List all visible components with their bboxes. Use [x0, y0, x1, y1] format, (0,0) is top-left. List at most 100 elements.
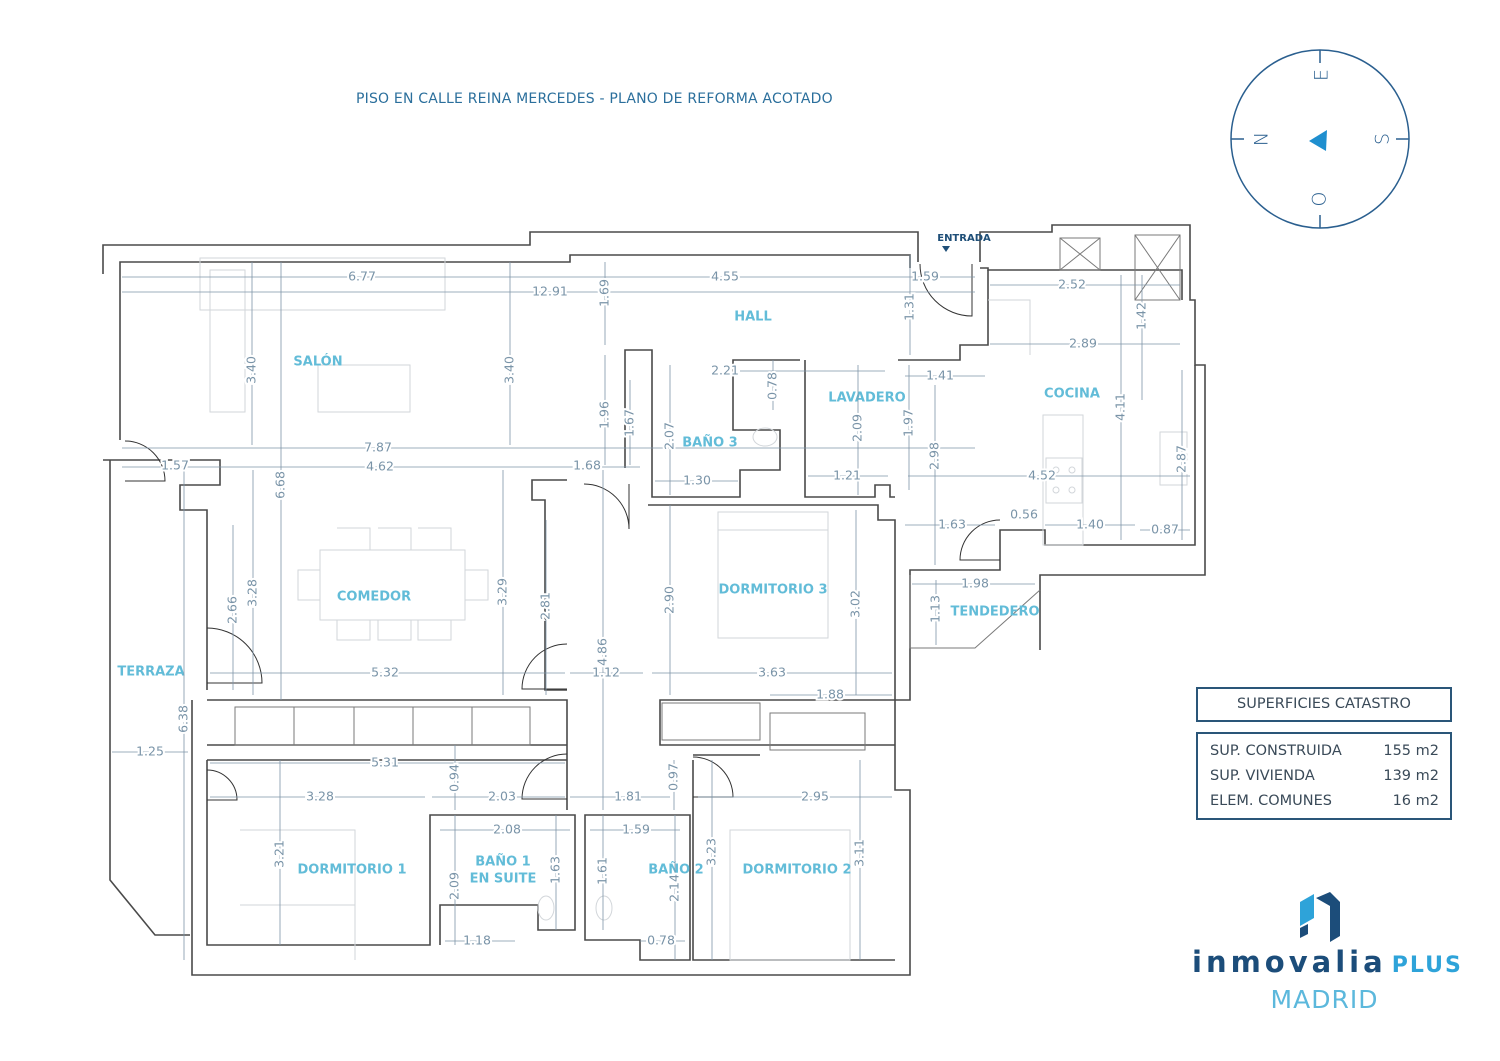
room-label-bano-1-suite: EN SUITE — [470, 872, 537, 887]
dimension-label: 1.63 — [548, 856, 563, 884]
room-label-hall: HALL — [734, 310, 772, 325]
dimension-label: 3.40 — [244, 356, 259, 384]
dimension-label: 2.90 — [662, 586, 677, 614]
compass-north: N — [1251, 132, 1273, 146]
compass: E N S O — [1230, 49, 1410, 229]
dimension-label: 1.18 — [463, 933, 491, 948]
dimension-label: 3.28 — [245, 579, 260, 607]
dimension-label: 2.09 — [447, 872, 462, 900]
dimension-label: 1.30 — [683, 473, 711, 488]
room-label-tendedero: TENDEDERO — [950, 605, 1039, 620]
dimension-label: 2.95 — [801, 789, 829, 804]
surface-value: 155 m2 — [1383, 743, 1439, 759]
dimension-label: 1.97 — [901, 409, 916, 437]
dimension-label: 0.78 — [647, 933, 675, 948]
room-label-dormitorio-3: DORMITORIO 3 — [718, 583, 827, 598]
brand-wordmark: inmovalia PLUS — [1192, 945, 1461, 979]
dimension-label: 0.56 — [1010, 507, 1038, 522]
room-labels: SALÓN HALL LAVADERO COCINA BAÑO 3 COMEDO… — [117, 310, 1100, 887]
dimension-label: 2.52 — [1058, 277, 1086, 292]
entrance: ENTRADA — [937, 233, 991, 252]
dimension-label: 1.41 — [926, 368, 954, 383]
dimension-label: 3.28 — [306, 789, 334, 804]
dimension-label: 1.81 — [614, 789, 642, 804]
dimension-annotations: 6.77 12.91 4.55 1.59 1.69 3.40 3.40 1.31 2.52 1.4… — [112, 255, 1191, 960]
room-label-bano-1: BAÑO 1 — [475, 854, 530, 870]
dimension-label: 1.59 — [911, 269, 939, 284]
brand-city: MADRID — [1270, 985, 1379, 1014]
room-label-dormitorio-2: DORMITORIO 2 — [742, 863, 851, 878]
furniture — [199, 257, 1188, 961]
surface-value: 16 m2 — [1392, 793, 1439, 809]
dimension-label: 12.91 — [532, 284, 568, 299]
entrance-label: ENTRADA — [937, 233, 991, 244]
room-label-cocina: COCINA — [1044, 387, 1100, 402]
dimension-label: 2.03 — [488, 789, 516, 804]
dimension-label: 1.59 — [622, 822, 650, 837]
dimension-label: 5.31 — [371, 755, 399, 770]
dimension-label: 2.09 — [850, 414, 865, 442]
brand-logo-icon — [1300, 892, 1340, 942]
compass-east: E — [1311, 69, 1333, 81]
dimension-label: 6.77 — [348, 269, 376, 284]
dimension-label: 4.62 — [366, 459, 394, 474]
dimension-label: 1.57 — [161, 458, 189, 473]
dimension-label: 2.66 — [225, 596, 240, 624]
dimension-label: 2.07 — [662, 422, 677, 450]
dimension-label: 0.94 — [447, 764, 462, 792]
dimension-label: 4.86 — [595, 638, 610, 666]
dimension-label: 3.29 — [495, 578, 510, 606]
dimension-label: 1.67 — [622, 409, 637, 437]
surface-value: 139 m2 — [1383, 768, 1439, 784]
dimension-label: 5.32 — [371, 665, 399, 680]
dimension-label: 3.63 — [758, 665, 786, 680]
dimension-label: 2.21 — [711, 363, 739, 378]
room-label-salon: SALÓN — [293, 354, 342, 370]
dimension-label: 2.81 — [538, 592, 553, 620]
entrance-arrow-icon — [942, 246, 950, 252]
dimension-label: 4.55 — [711, 269, 739, 284]
dimension-label: 6.68 — [273, 471, 288, 499]
dimension-label: 3.23 — [704, 838, 719, 866]
surfaces-row: SUP. CONSTRUIDA 155 m2 — [1198, 739, 1450, 764]
dimension-label: 3.11 — [852, 839, 867, 867]
brand-suffix: PLUS — [1391, 953, 1463, 978]
plan-title: PISO EN CALLE REINA MERCEDES - PLANO DE … — [356, 91, 833, 107]
dimension-label: 1.98 — [961, 576, 989, 591]
room-label-terraza: TERRAZA — [117, 665, 184, 680]
surfaces-table: SUP. CONSTRUIDA 155 m2 SUP. VIVIENDA 139 m… — [1196, 732, 1452, 820]
room-label-bano-3: BAÑO 3 — [682, 435, 737, 451]
dimension-label: 1.25 — [136, 744, 164, 759]
room-label-dormitorio-1: DORMITORIO 1 — [297, 863, 406, 878]
dimension-label: 2.87 — [1174, 445, 1189, 473]
doors — [124, 263, 1001, 801]
dimension-label: 6.38 — [176, 705, 191, 733]
surface-label: SUP. VIVIENDA — [1210, 768, 1315, 784]
dimension-label: 1.12 — [592, 665, 620, 680]
dimension-label: 7.87 — [364, 440, 392, 455]
dimension-label: 4.11 — [1113, 393, 1128, 421]
dimension-label: 3.02 — [848, 590, 863, 618]
dimension-label: 2.89 — [1069, 336, 1097, 351]
dimension-label: 1.21 — [833, 468, 861, 483]
dimension-label: 3.40 — [502, 356, 517, 384]
dimension-label: 1.68 — [573, 458, 601, 473]
dimension-label: 1.69 — [597, 279, 612, 307]
compass-west: O — [1309, 192, 1331, 207]
surface-label: SUP. CONSTRUIDA — [1210, 743, 1342, 759]
dimension-label: 1.13 — [928, 595, 943, 623]
dimension-label: 2.08 — [493, 822, 521, 837]
dimension-label: 3.21 — [272, 840, 287, 868]
room-label-comedor: COMEDOR — [337, 590, 411, 605]
compass-arrow-icon — [1309, 130, 1327, 151]
dimension-label: 1.31 — [902, 293, 917, 321]
dimension-label: 1.40 — [1076, 517, 1104, 532]
dimension-label: 1.63 — [938, 517, 966, 532]
dimension-label: 1.61 — [595, 857, 610, 885]
dimension-label: 0.78 — [765, 372, 780, 400]
dimension-label: 2.98 — [927, 442, 942, 470]
dimension-label: 2.14 — [667, 874, 682, 902]
dimension-label: 0.87 — [1151, 522, 1179, 537]
